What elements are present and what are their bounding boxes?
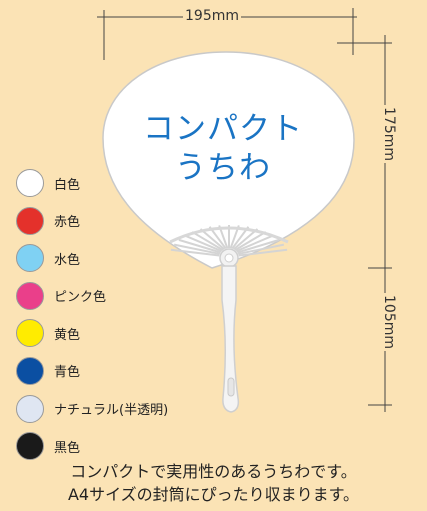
color-label: 赤色 bbox=[54, 215, 81, 231]
color-option-blue: 青色 bbox=[16, 356, 168, 386]
swatch-blue bbox=[16, 356, 44, 385]
swatch-yellow bbox=[16, 319, 44, 348]
fan-rib bbox=[199, 228, 225, 250]
swatch-black bbox=[16, 432, 44, 461]
width-dimension-label: 195mm bbox=[183, 8, 241, 24]
color-options: 白色 赤色 水色 ピンク色 黄色 青色 ナチュラル(半透明) 黒色 bbox=[16, 168, 168, 469]
color-label: ナチュラル(半透明) bbox=[54, 403, 169, 419]
color-label: 水色 bbox=[54, 252, 81, 268]
handle-height-dimension-label: 105mm bbox=[381, 293, 397, 351]
color-label: ピンク色 bbox=[54, 290, 107, 306]
swatch-pink bbox=[16, 281, 44, 310]
fan-title: コンパクト うちわ bbox=[118, 110, 328, 188]
color-option-light-blue: 水色 bbox=[16, 243, 168, 273]
fan-rib bbox=[178, 238, 221, 254]
fan-title-line: コンパクト bbox=[143, 111, 303, 147]
fan-rib bbox=[234, 231, 267, 251]
swatch-natural bbox=[16, 394, 44, 423]
color-label: 黄色 bbox=[54, 327, 81, 343]
fan-rib bbox=[235, 234, 274, 253]
swatch-light-blue bbox=[16, 244, 44, 273]
fan-title-line: うちわ bbox=[175, 150, 271, 186]
fan-rib bbox=[233, 228, 259, 250]
fan-rib bbox=[184, 234, 223, 253]
color-option-white: 白色 bbox=[16, 168, 168, 198]
fan-height-dimension-label: 175mm bbox=[381, 105, 397, 163]
color-label: 白色 bbox=[54, 177, 81, 193]
fan-rib bbox=[170, 248, 220, 257]
fan-rib bbox=[173, 243, 221, 255]
fan-rib bbox=[191, 231, 224, 251]
color-label: 黒色 bbox=[54, 440, 81, 456]
color-label: 青色 bbox=[54, 365, 81, 381]
fan-rib bbox=[237, 243, 285, 255]
caption-line: A4サイズの封筒にぴったり収まります。 bbox=[67, 485, 360, 504]
fan-rib bbox=[238, 248, 288, 257]
fan-rib bbox=[237, 238, 280, 254]
color-option-red: 赤色 bbox=[16, 206, 168, 236]
color-option-natural: ナチュラル(半透明) bbox=[16, 394, 168, 424]
color-option-yellow: 黄色 bbox=[16, 318, 168, 348]
color-option-pink: ピンク色 bbox=[16, 281, 168, 311]
swatch-white bbox=[16, 169, 44, 197]
fan-handle bbox=[221, 265, 240, 413]
color-option-black: 黒色 bbox=[16, 431, 168, 461]
fan-blade bbox=[102, 51, 355, 269]
caption-line: コンパクトで実用性のあるうちわです。 bbox=[70, 462, 357, 481]
swatch-red bbox=[16, 206, 44, 235]
